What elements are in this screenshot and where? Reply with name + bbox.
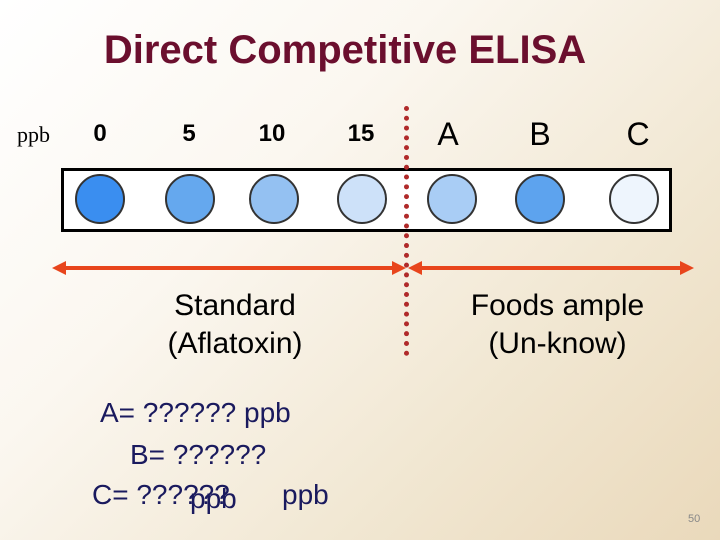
well-0: [75, 174, 125, 224]
food-arrow-left-head: [408, 261, 422, 275]
well-15: [337, 174, 387, 224]
ppb-unit-label: ppb: [17, 122, 50, 147]
column-label-c: C: [626, 116, 650, 152]
equation-c-unit-overlap: ppb: [190, 483, 237, 514]
group-divider-line: [404, 106, 409, 356]
equation-a: A= ?????? ppb: [100, 397, 291, 428]
well-b: [515, 174, 565, 224]
standard-group-label: Standard (Aflatoxin): [120, 287, 350, 363]
standard-arrow-left-head: [52, 261, 66, 275]
standard-arrow-right-head: [392, 261, 406, 275]
standard-label-line1: Standard: [174, 289, 296, 322]
column-label-5: 5: [182, 120, 196, 147]
equation-c: C= ??????: [92, 479, 230, 510]
well-c: [609, 174, 659, 224]
page-number: 50: [688, 513, 701, 525]
column-label-15: 15: [347, 120, 375, 147]
equation-c-unit: ppb: [282, 479, 329, 510]
food-label-line2: (Un-know): [488, 327, 627, 360]
food-group-label: Foods ample (Un-know): [425, 287, 690, 363]
well-5: [165, 174, 215, 224]
slide-title: Direct Competitive ELISA: [103, 28, 587, 72]
standard-label-line2: (Aflatoxin): [167, 327, 303, 360]
well-10: [249, 174, 299, 224]
column-label-b: B: [529, 116, 551, 152]
column-label-0: 0: [93, 120, 107, 147]
column-label-10: 10: [258, 120, 286, 147]
equation-b: B= ??????: [130, 439, 267, 470]
column-label-a: A: [437, 116, 459, 152]
well-a: [427, 174, 477, 224]
food-label-line1: Foods ample: [470, 289, 645, 322]
food-arrow-right-head: [680, 261, 694, 275]
